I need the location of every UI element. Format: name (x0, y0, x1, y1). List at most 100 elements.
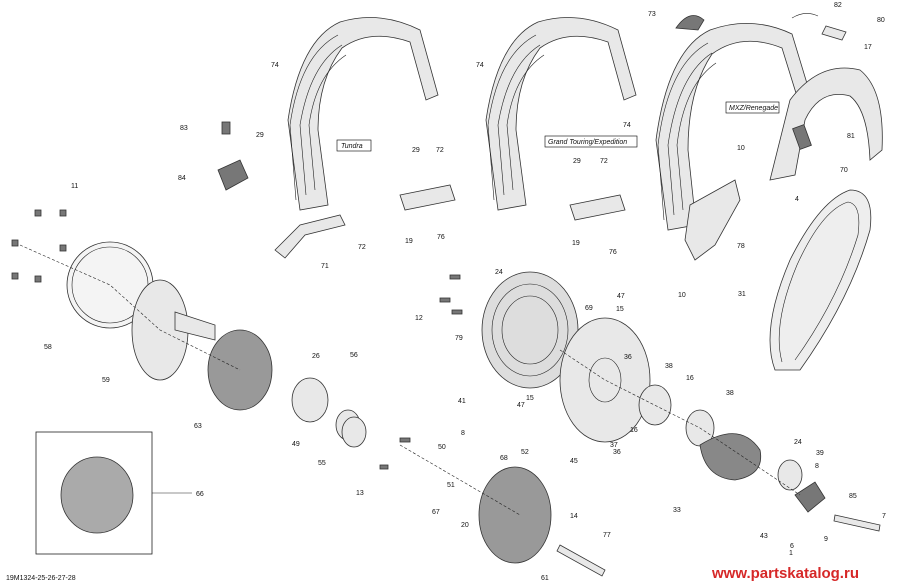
spring-82 (791, 13, 819, 19)
callout-29: 29 (573, 158, 581, 165)
label-tundra: Tundra (336, 139, 372, 152)
belt-guard-tundra (287, 17, 439, 211)
callout-84: 84 (178, 175, 186, 182)
callout-59: 59 (102, 377, 110, 384)
callout-74: 74 (476, 62, 484, 69)
callout-14: 14 (570, 513, 578, 520)
callout-63: 63 (194, 423, 202, 430)
callout-47: 47 (617, 293, 625, 300)
callout-19: 19 (405, 238, 413, 245)
guard-cover (769, 67, 883, 181)
callout-78: 78 (737, 243, 745, 250)
callout-20: 20 (461, 522, 469, 529)
ring-39 (777, 459, 803, 491)
callout-31: 31 (738, 291, 746, 298)
drive-shaft (174, 311, 216, 341)
callout-76: 76 (609, 249, 617, 256)
callout-85: 85 (849, 493, 857, 500)
callout-47: 47 (517, 402, 525, 409)
callout-72: 72 (436, 147, 444, 154)
callout-51: 51 (447, 482, 455, 489)
drawing-code: 19M1324-25-26-27-28 (6, 575, 76, 582)
spider-56 (291, 377, 329, 423)
callout-36: 36 (624, 354, 632, 361)
callout-52: 52 (521, 449, 529, 456)
callout-56: 56 (350, 352, 358, 359)
callout-13: 13 (356, 490, 364, 497)
belt-guard-grand-touring (485, 17, 637, 211)
connector-80 (821, 25, 847, 41)
bolt-7 (833, 514, 881, 532)
driven-sheave-45 (559, 317, 651, 443)
callout-72: 72 (600, 158, 608, 165)
bracket-72-a (399, 184, 456, 211)
cam-33 (699, 433, 762, 481)
svg-text:Grand Touring/Expedition: Grand Touring/Expedition (548, 139, 627, 146)
callout-16: 16 (686, 375, 694, 382)
callout-19: 19 (572, 240, 580, 247)
callout-79: 79 (455, 335, 463, 342)
callout-70: 70 (840, 167, 848, 174)
bracket-71 (274, 214, 346, 259)
callout-38: 38 (726, 390, 734, 397)
mount-84 (217, 159, 249, 191)
callout-16: 16 (630, 427, 638, 434)
callout-66: 66 (196, 491, 204, 498)
axis-line (19, 244, 241, 371)
callout-61: 61 (541, 575, 549, 582)
callout-10: 10 (678, 292, 686, 299)
callout-58: 58 (44, 344, 52, 351)
callout-24: 24 (495, 269, 503, 276)
callout-36: 36 (613, 449, 621, 456)
hub-43 (794, 481, 826, 513)
callout-77: 77 (603, 532, 611, 539)
pulley-61 (478, 466, 552, 564)
callout-15: 15 (526, 395, 534, 402)
callout-1: 1 (789, 550, 793, 557)
callout-74: 74 (271, 62, 279, 69)
callout-12: 12 (415, 315, 423, 322)
clip-83 (221, 121, 231, 135)
callout-49: 49 (292, 441, 300, 448)
callout-55: 55 (318, 460, 326, 467)
bolts (11, 209, 463, 470)
callout-72: 72 (358, 244, 366, 251)
callout-24: 24 (794, 439, 802, 446)
callout-4: 4 (795, 196, 799, 203)
callout-29: 29 (256, 132, 264, 139)
label-grand-touring: Grand Touring/Expedition (544, 135, 638, 148)
callout-69: 69 (585, 305, 593, 312)
callout-39: 39 (816, 450, 824, 457)
callout-33: 33 (673, 507, 681, 514)
callout-67: 67 (432, 509, 440, 516)
washer-37 (638, 384, 672, 426)
callout-50: 50 (438, 444, 446, 451)
callout-38: 38 (665, 363, 673, 370)
label-mxz: MXZ/Renegade (725, 101, 780, 114)
callout-9: 9 (824, 536, 828, 543)
bracket-78 (684, 179, 741, 261)
callout-7: 7 (882, 513, 886, 520)
watermark: www.partskatalog.ru (711, 565, 859, 582)
callout-8: 8 (815, 463, 819, 470)
callout-80: 80 (877, 17, 885, 24)
callout-83: 83 (180, 125, 188, 132)
clip-73 (675, 15, 705, 31)
inset-pulley (60, 456, 134, 534)
decal (792, 124, 812, 150)
callout-43: 43 (760, 533, 768, 540)
callout-26: 26 (312, 353, 320, 360)
callout-37: 37 (610, 442, 618, 449)
svg-text:Tundra: Tundra (341, 143, 363, 150)
callout-76: 76 (437, 234, 445, 241)
callout-68: 68 (500, 455, 508, 462)
callout-15: 15 (616, 306, 624, 313)
callout-41: 41 (458, 398, 466, 405)
bolt-77 (556, 544, 606, 577)
callout-6: 6 (790, 543, 794, 550)
callout-81: 81 (847, 133, 855, 140)
callout-82: 82 (834, 2, 842, 9)
